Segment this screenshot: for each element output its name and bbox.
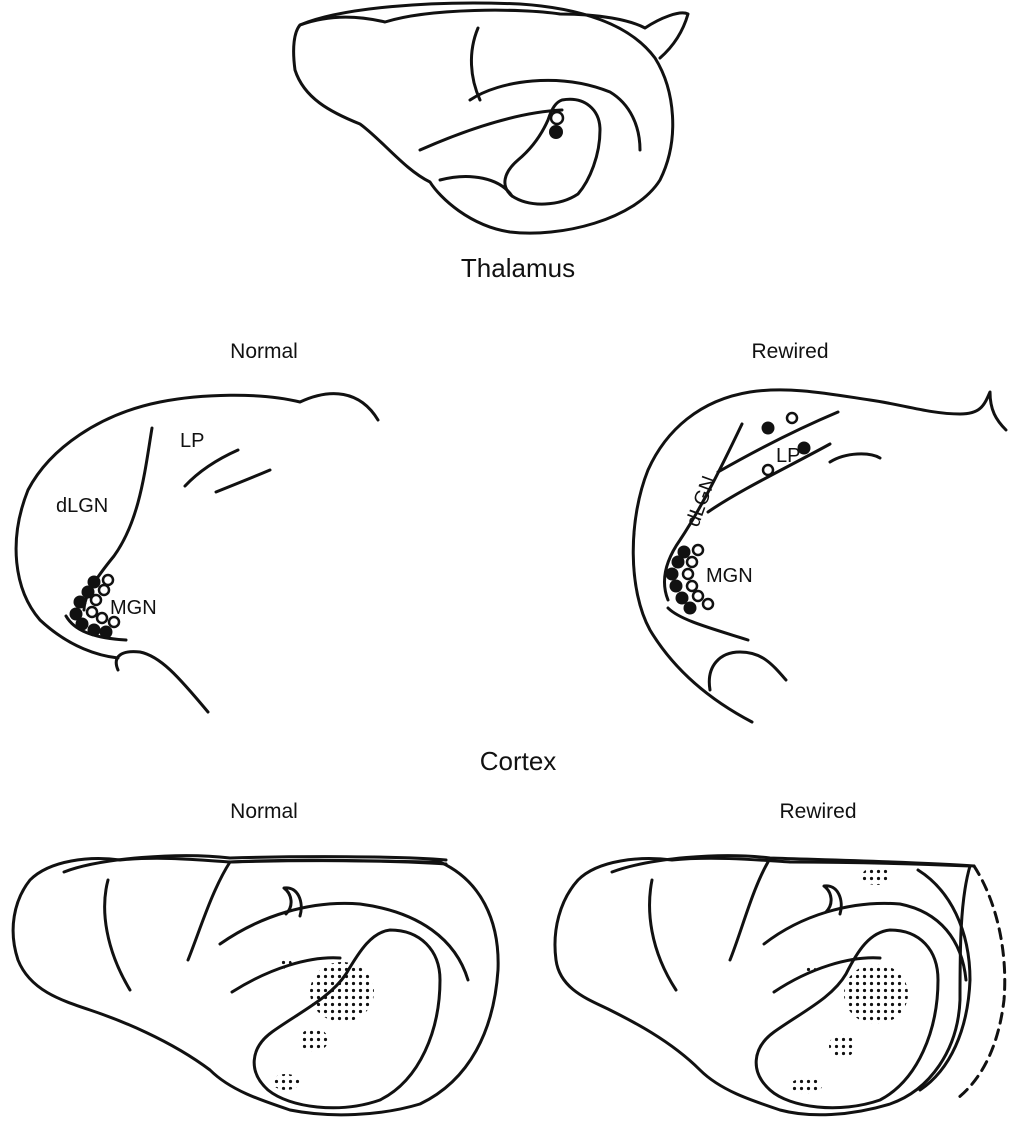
open-circle-marker	[763, 465, 773, 475]
thalamus-normal-lower-loop	[116, 652, 208, 712]
thalamus-rewired-title: Rewired	[751, 340, 828, 363]
cortex-rewired-temporal-lobe	[756, 930, 938, 1108]
open-circle-marker	[91, 595, 101, 605]
open-circle-marker	[687, 581, 697, 591]
cortex-normal-stipple-large	[310, 962, 374, 1022]
thalamus-normal-lp-line-2	[216, 470, 270, 492]
open-circle-marker	[109, 617, 119, 627]
filled-circle-marker	[74, 596, 87, 609]
filled-circle-marker	[549, 125, 563, 139]
rewired-mgn-label: MGN	[706, 565, 753, 587]
open-circle-marker	[87, 607, 97, 617]
normal-lp-label: LP	[180, 430, 204, 452]
filled-circle-marker	[666, 568, 679, 581]
rewired-dlgn-label: dLGN	[682, 473, 721, 530]
brain-outline	[294, 3, 673, 233]
cortex-normal-title: Normal	[230, 800, 298, 823]
cortex-normal-sulcus-mid	[188, 862, 230, 960]
open-circle-marker	[787, 413, 797, 423]
thalamus-heading: Thalamus	[461, 253, 575, 283]
cortex-rewired-dashed-edge	[958, 866, 1005, 1098]
cortex-rewired-stipple-small	[804, 965, 816, 975]
filled-circle-marker	[76, 618, 89, 631]
cortex-rewired-section	[555, 856, 1005, 1115]
cortex-normal-stipple-bottom	[272, 1074, 300, 1090]
cortex-rewired-sulcus-left	[650, 880, 676, 990]
cortex-normal-top-ridge-2	[230, 861, 446, 864]
cortex-normal-top-ridge	[64, 856, 446, 872]
filled-circle-marker	[684, 602, 697, 615]
cortex-rewired-title: Rewired	[779, 800, 856, 823]
brain-lateral-view	[294, 3, 688, 233]
filled-circle-marker	[670, 580, 683, 593]
cortex-normal-section	[13, 856, 498, 1115]
cortex-normal-stipple-mid	[300, 1028, 328, 1052]
brain-sulcus-3	[420, 110, 562, 150]
open-circle-marker	[99, 585, 109, 595]
cortex-rewired-stipple-large	[844, 964, 908, 1024]
normal-dlgn-label: dLGN	[56, 495, 108, 517]
filled-circle-marker	[762, 422, 775, 435]
open-circle-marker	[693, 591, 703, 601]
cortex-normal-sulcus-left	[105, 880, 130, 990]
brain-lower-fold	[440, 177, 512, 196]
cortex-rewired-sulcus-mid	[730, 862, 768, 960]
thalamus-normal-title: Normal	[230, 340, 298, 363]
filled-circle-marker	[100, 626, 113, 639]
brain-sulcus-1	[471, 28, 480, 100]
thalamus-normal-section: LP dLGN MGN	[16, 394, 378, 712]
cortex-rewired-stipple-mid	[829, 1034, 855, 1058]
thalamus-rewired-section: dLGN LP MGN	[633, 390, 1006, 722]
open-circle-marker	[703, 599, 713, 609]
cortex-normal-stipple-small	[280, 959, 292, 969]
cortex-normal-outline	[13, 858, 498, 1115]
normal-mgn-label: MGN	[110, 597, 157, 619]
open-circle-marker	[687, 557, 697, 567]
filled-circle-marker	[672, 556, 685, 569]
cortex-rewired-stipple-bottom	[790, 1078, 822, 1094]
open-circle-marker	[683, 569, 693, 579]
cortex-rewired-stipple-top	[862, 867, 890, 885]
open-circle-marker	[97, 613, 107, 623]
cortex-heading: Cortex	[480, 746, 557, 776]
filled-circle-marker	[88, 624, 101, 637]
thalamus-rewired-dash-curve	[830, 454, 880, 462]
open-circle-marker	[103, 575, 113, 585]
thalamus-rewired-mgn-border	[668, 608, 748, 640]
thalamus-normal-lp-line-1	[185, 450, 238, 486]
rewired-lp-label: LP	[776, 445, 800, 467]
filled-circle-marker	[798, 442, 811, 455]
thalamus-rewired-lower-loop	[709, 652, 786, 690]
open-circle-marker	[693, 545, 703, 555]
open-circle-marker	[551, 112, 563, 124]
